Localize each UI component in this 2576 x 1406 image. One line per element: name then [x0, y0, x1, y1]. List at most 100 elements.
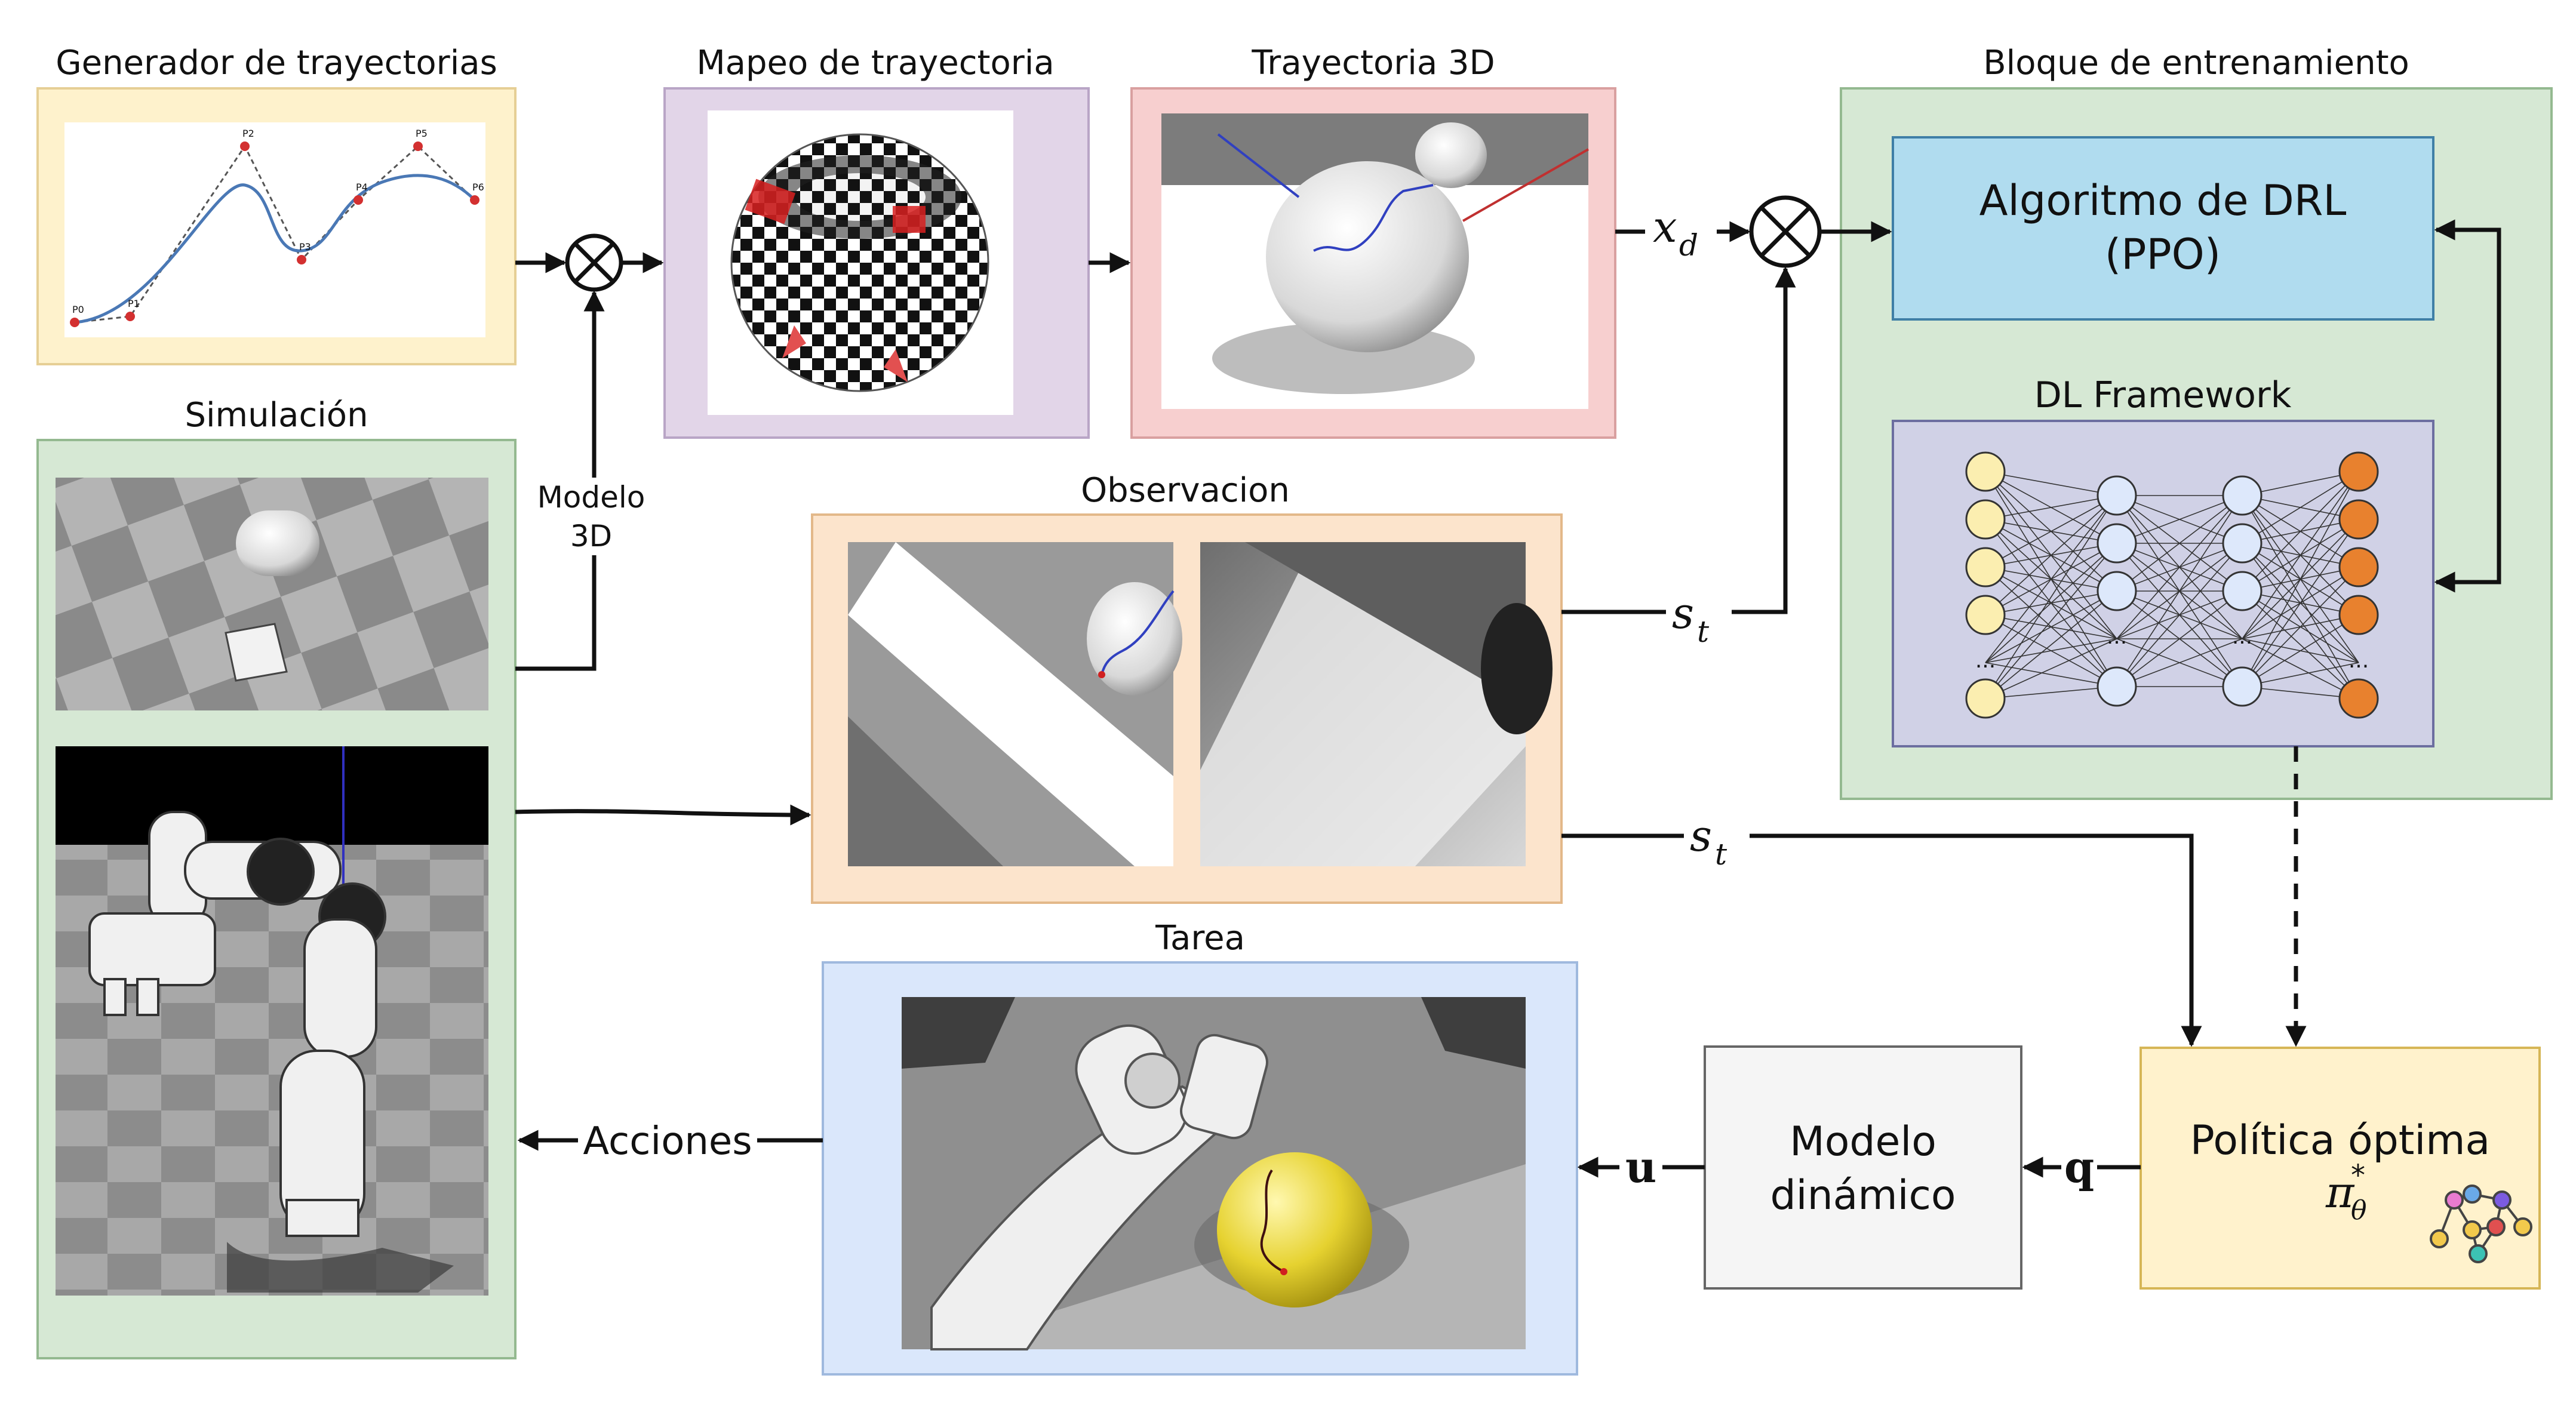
st-label-1: s	[1672, 588, 1694, 638]
policy-line1: Política óptima	[2190, 1117, 2490, 1164]
control-point-label-0: P0	[72, 304, 84, 315]
network-edge	[1985, 495, 2117, 520]
connectors	[515, 219, 2501, 1178]
network-edge	[2242, 590, 2359, 699]
network-edge	[1985, 495, 2117, 663]
policy-sub: θ	[2351, 1195, 2367, 1226]
control-point-0	[70, 318, 79, 327]
observation-title: Observacion	[1081, 471, 1290, 510]
network-ellipsis: ...	[1975, 648, 1996, 673]
control-point-6	[470, 195, 479, 205]
network-edge	[1985, 638, 2117, 699]
model3d-label-1: Modelo	[537, 480, 645, 515]
network-edge	[2242, 471, 2359, 544]
network-node-input	[1965, 678, 2006, 719]
neural-network: ............	[1965, 451, 2379, 719]
network-edge	[2242, 543, 2359, 699]
white-sphere	[1266, 161, 1469, 352]
mapping-panel: Mapeo de trayectoria	[663, 44, 1090, 439]
network-node-output	[2338, 451, 2379, 492]
network-node-hidden	[2222, 475, 2263, 516]
policy-symbol: π	[2325, 1167, 2355, 1217]
q-label: q	[2064, 1142, 2094, 1192]
yellow-sphere	[1217, 1152, 1372, 1307]
network-edge	[2242, 519, 2359, 687]
network-node-hidden	[2097, 523, 2137, 564]
network-node-input	[1965, 595, 2006, 635]
network-node-hidden	[2097, 666, 2137, 707]
simulation-panel: Simulación	[36, 396, 517, 1359]
network-edge	[2242, 471, 2359, 592]
network-edge	[1985, 471, 2117, 496]
st-label-2: s	[1690, 811, 1712, 861]
task-title: Tarea	[1155, 919, 1245, 958]
u-label: u	[1625, 1142, 1656, 1192]
control-point-label-5: P5	[416, 128, 428, 139]
control-point-2	[240, 141, 250, 151]
network-edge	[2242, 471, 2359, 639]
network-node-output	[2338, 678, 2379, 719]
control-point-label-3: P3	[299, 241, 311, 253]
network-node-hidden	[2097, 475, 2137, 516]
network-edge	[2242, 638, 2359, 699]
observation-panel: Observacion	[811, 471, 1563, 904]
network-node-output	[2338, 595, 2379, 635]
policy-sup: *	[2351, 1159, 2365, 1192]
network-edge	[2116, 495, 2243, 687]
network-edge	[1985, 543, 2117, 699]
model3d-label-2: 3D	[570, 519, 612, 553]
control-point-4	[353, 195, 363, 205]
network-edge	[2116, 638, 2243, 687]
network-ellipsis: ...	[2348, 648, 2369, 673]
xd-label: x	[1653, 202, 1677, 252]
network-node-hidden	[2222, 523, 2263, 564]
training-panel: Bloque de entrenamiento Algoritmo de DRL…	[1840, 44, 2553, 800]
control-point-1	[125, 312, 135, 321]
control-point-label-4: P4	[356, 181, 368, 193]
network-edge	[1985, 543, 2117, 663]
network-edge	[1985, 638, 2117, 663]
network-ellipsis: ...	[2107, 624, 2127, 649]
network-graph-icon	[2430, 1185, 2532, 1263]
dynamic-line1: Modelo	[1790, 1118, 1936, 1165]
network-edge	[1985, 590, 2117, 699]
generator-title: Generador de trayectorias	[56, 44, 497, 82]
network-edge	[2116, 495, 2243, 592]
network-edge	[2116, 495, 2243, 544]
network-edge	[2116, 590, 2243, 687]
control-point-5	[413, 141, 423, 151]
network-ellipsis: ...	[2232, 624, 2252, 649]
network-node-input	[1965, 499, 2006, 540]
drl-algorithm-block	[1892, 136, 2434, 321]
network-node-hidden	[2222, 666, 2263, 707]
network-edge	[2242, 567, 2359, 687]
multiply-operator-1	[565, 233, 623, 292]
st-sub-2: t	[1715, 837, 1727, 872]
network-edge	[2242, 614, 2359, 687]
dynamic-model-block: Modelo dinámico	[1704, 1045, 2022, 1290]
dynamic-line2: dinámico	[1770, 1172, 1956, 1219]
actions-label: Acciones	[583, 1119, 752, 1164]
drl-line1: Algoritmo de DRL	[1979, 176, 2347, 225]
optimal-policy-block: Política óptima π θ *	[2140, 1047, 2541, 1290]
control-point-label-1: P1	[128, 298, 140, 309]
network-node-output	[2338, 499, 2379, 540]
network-edge	[1985, 495, 2117, 616]
network-node-hidden	[2097, 571, 2137, 611]
control-point-label-6: P6	[472, 181, 484, 193]
multiply-operator-2	[1749, 195, 1822, 268]
network-edge	[2242, 471, 2359, 687]
network-edge	[1985, 662, 2117, 687]
network-edge	[1985, 590, 2117, 663]
traj3d-panel: Trayectoria 3D	[1130, 44, 1616, 439]
network-edge	[2116, 495, 2243, 639]
network-node-input	[1965, 451, 2006, 492]
task-panel: Tarea	[822, 919, 1578, 1376]
bezier-curve	[74, 174, 476, 324]
network-edge	[1985, 495, 2117, 568]
control-point-3	[297, 255, 306, 264]
robot-arm	[88, 811, 386, 1237]
